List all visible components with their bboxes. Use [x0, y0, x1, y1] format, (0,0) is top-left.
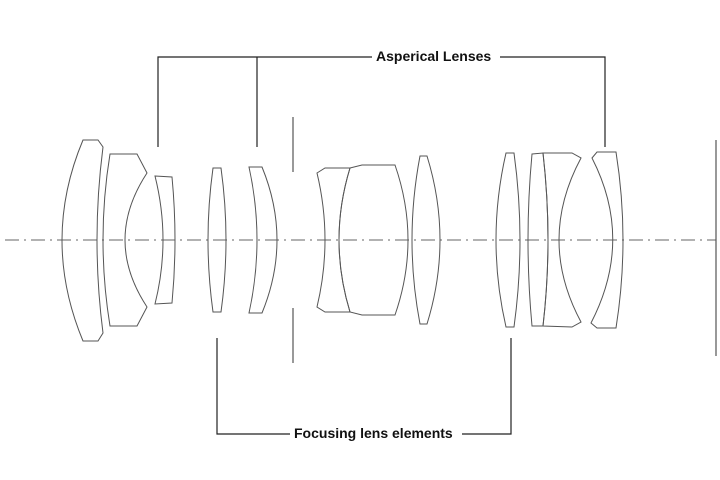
lens-element-9b — [542, 152, 582, 328]
lens-element-10-aspherical — [590, 151, 624, 329]
lens-element-2 — [102, 153, 148, 327]
lens-element-3-aspherical — [154, 175, 176, 305]
lens-element-5-aspherical — [248, 166, 278, 314]
focusing-callout-lines — [216, 338, 512, 435]
lens-element-6b — [338, 164, 409, 316]
aspherical-callout-lines — [157, 56, 606, 147]
lens-element-7 — [411, 155, 441, 325]
lens-element-1 — [61, 139, 104, 342]
aspherical-lenses-label: Asperical Lenses — [372, 48, 496, 64]
lens-element-8-focusing — [495, 152, 521, 328]
focusing-elements-label: Focusing lens elements — [290, 425, 457, 441]
lens-element-4-focusing — [207, 167, 227, 313]
